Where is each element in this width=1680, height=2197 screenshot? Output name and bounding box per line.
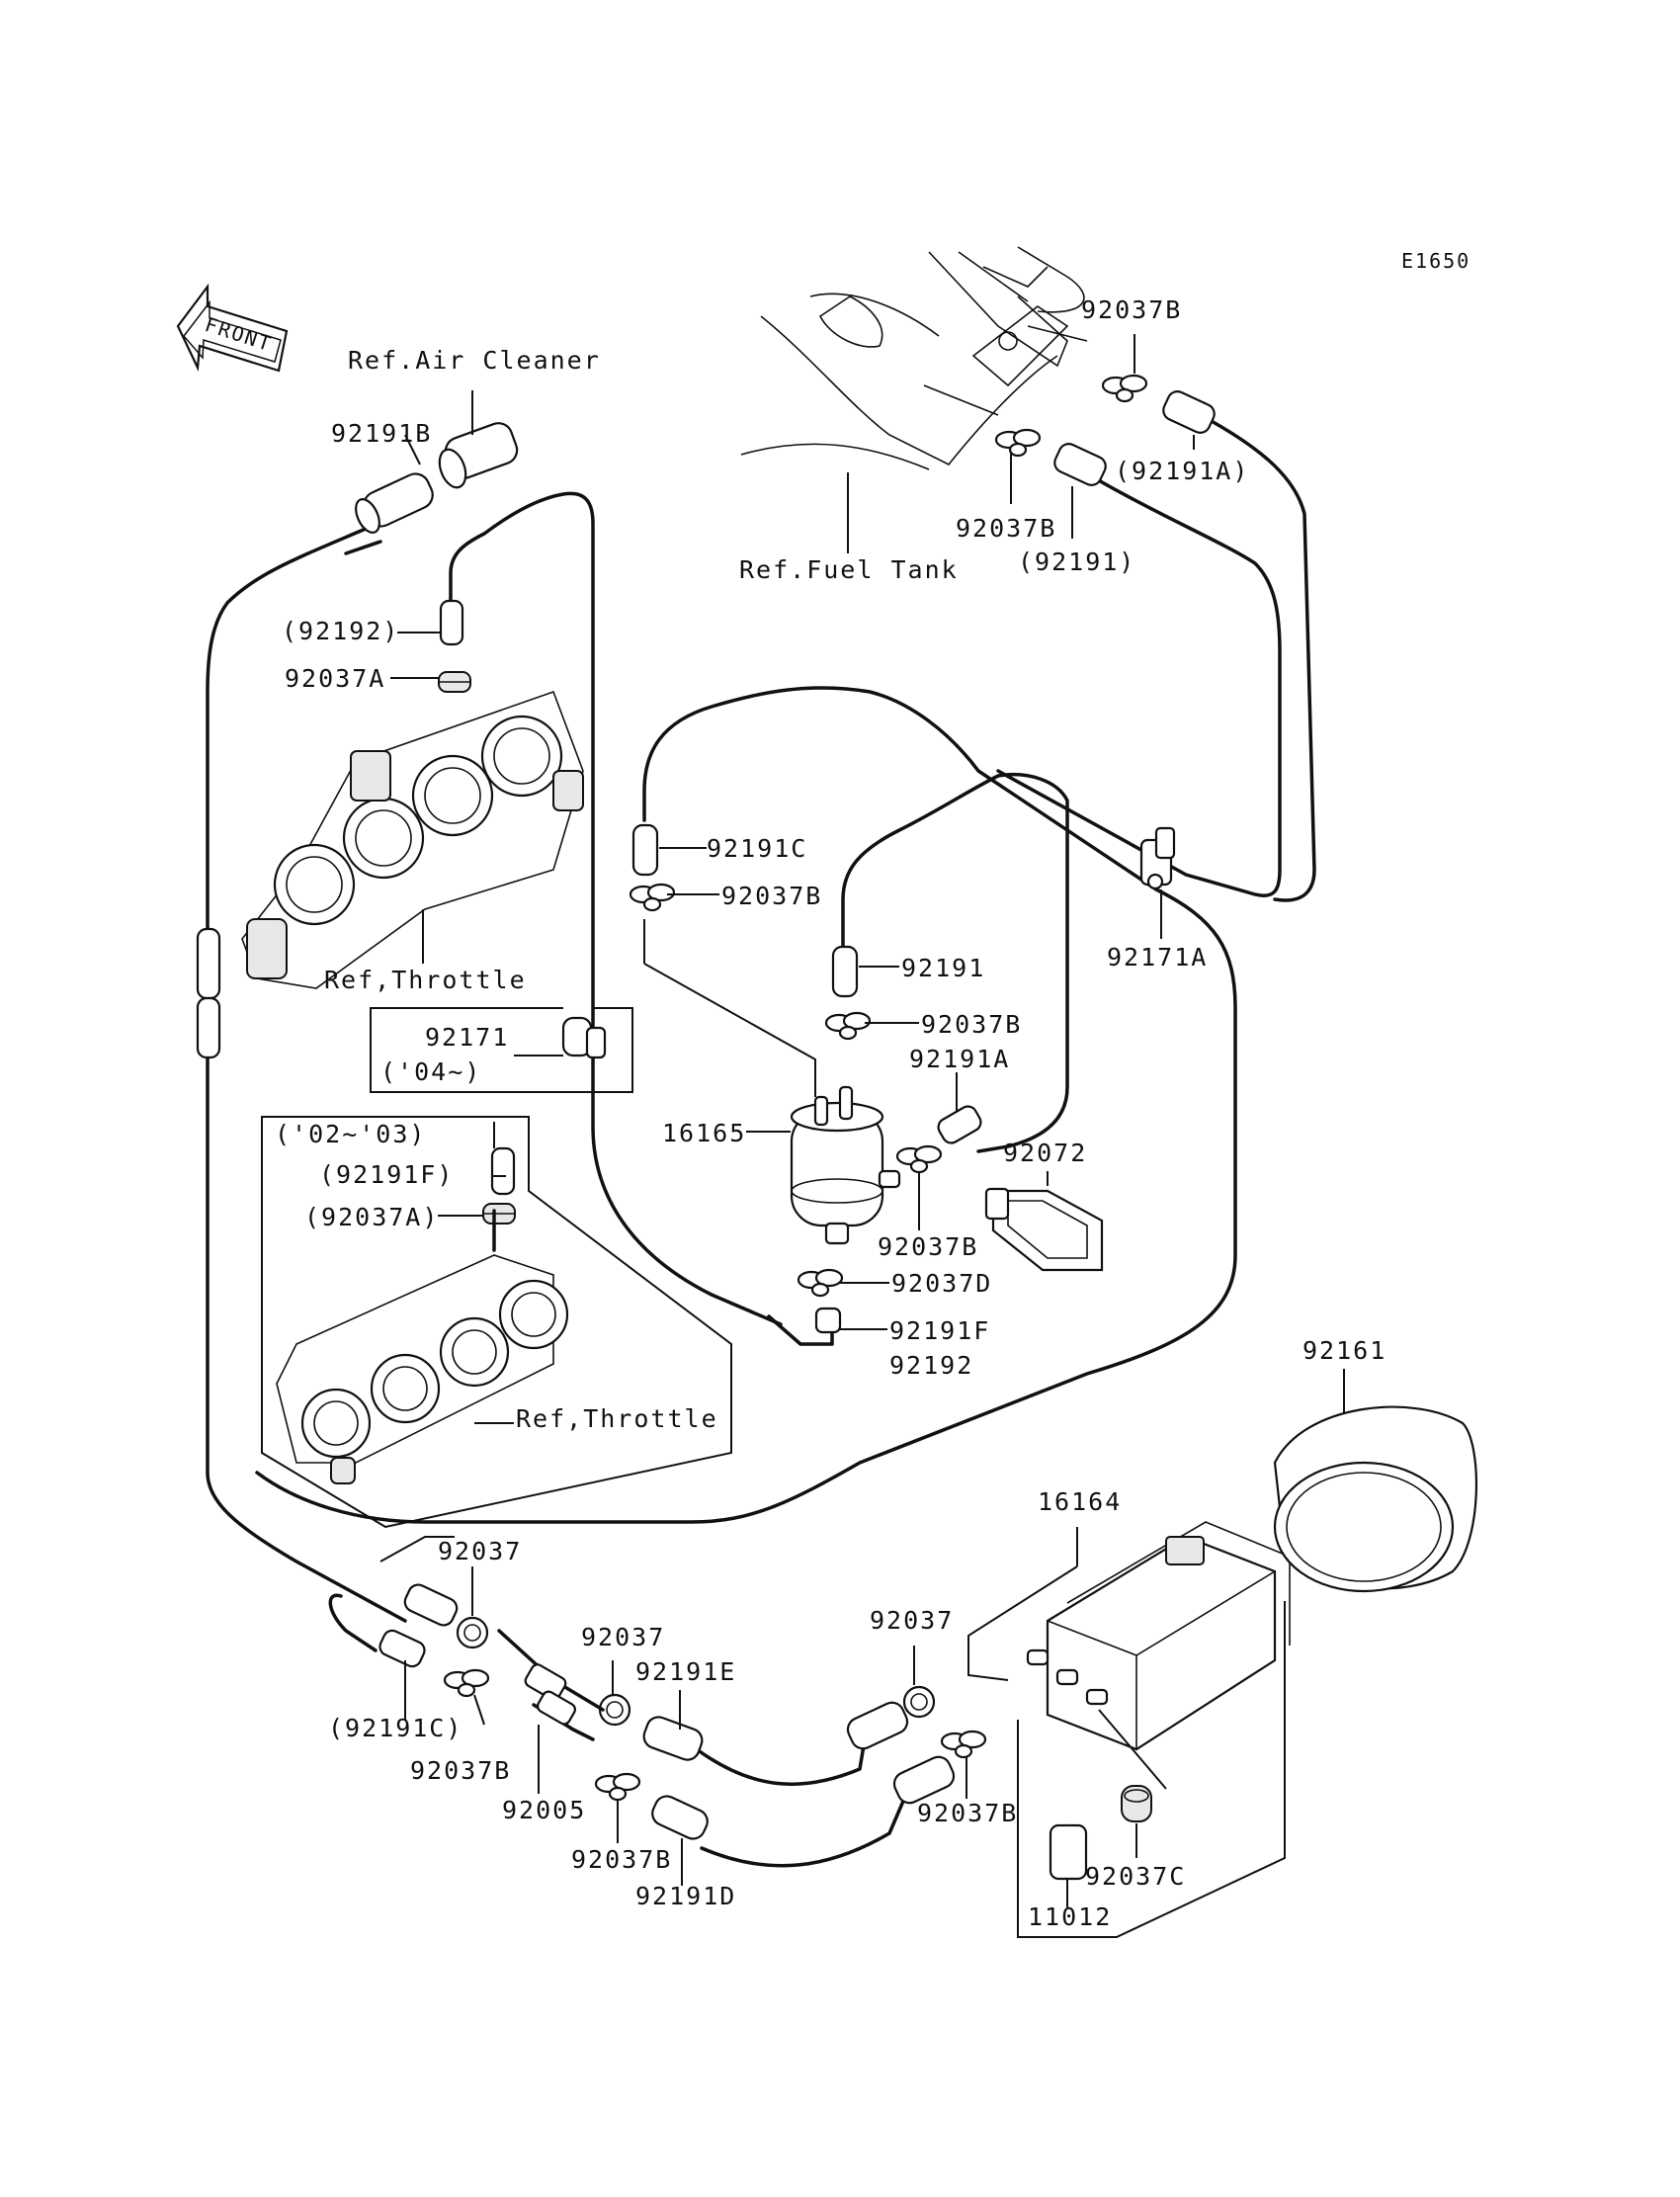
clip-92171A: [1139, 826, 1176, 890]
label-92037B-mid1: 92037B: [721, 882, 822, 910]
label-92037-mid: 92037: [581, 1623, 665, 1651]
label-92072: 92072: [1003, 1139, 1087, 1167]
label-92191B: 92191B: [331, 419, 432, 448]
clamp-92037B-mid1: [629, 883, 676, 912]
leader-lines: [379, 334, 1345, 1938]
label-92191D: 92191D: [635, 1882, 736, 1910]
diagram-code: E1650: [1401, 249, 1470, 273]
bracket-92072: [984, 1187, 1104, 1272]
label-92171: 92171: [425, 1023, 509, 1052]
label-92192: 92192: [889, 1351, 973, 1380]
label-92161: 92161: [1302, 1336, 1386, 1365]
label-92191A-paren: (92191A): [1115, 457, 1249, 485]
label-92191A: 92191A: [909, 1045, 1010, 1073]
air-cleaner-fitting: [438, 390, 519, 489]
label-92037B-mid2: 92037B: [921, 1010, 1022, 1039]
connector-92005: [497, 1629, 605, 1741]
clamp-92037B-tank: [994, 428, 1042, 458]
ref-fuel-tank-label: Ref.Fuel Tank: [739, 555, 959, 584]
throttle-body-lower: [276, 1209, 569, 1484]
clamp-92037B-mid2: [824, 1011, 872, 1041]
label-92191F: 92191F: [889, 1316, 990, 1345]
ref-air-cleaner-label: Ref.Air Cleaner: [348, 346, 601, 375]
hose-routing: [206, 413, 1316, 1868]
label-92192-paren: (92192): [282, 617, 399, 645]
variant-04-box: [370, 1007, 633, 1093]
variant-04-label: ('04~): [380, 1057, 481, 1086]
clamp-92037B-top: [1101, 374, 1148, 403]
label-92037B-bm: 92037B: [571, 1845, 672, 1874]
label-92171A: 92171A: [1107, 943, 1208, 972]
canister-16164: [1026, 1521, 1291, 1751]
label-92191C-paren: (92191C): [328, 1714, 462, 1742]
label-92037-right: 92037: [870, 1606, 954, 1635]
label-16165: 16165: [662, 1119, 746, 1147]
label-92037B-bl: 92037B: [410, 1756, 511, 1785]
label-92191F-paren: (92191F): [319, 1160, 454, 1189]
fuel-filter-16165: [790, 1085, 901, 1245]
label-92037A-paren: (92037A): [304, 1203, 439, 1231]
clamp-92037A-paren: [482, 1203, 516, 1225]
clamp-92037C: [1121, 1785, 1152, 1822]
clamp-92037-left: [456, 1616, 489, 1649]
label-92037B-filter: 92037B: [878, 1232, 978, 1261]
label-92037B-top: 92037B: [1081, 296, 1182, 324]
clamp-92037A: [438, 671, 471, 693]
clamp-icons: [438, 374, 1152, 1822]
variant-02-03-box: [261, 1116, 732, 1529]
front-arrow-icon: FRONT: [176, 283, 289, 373]
ref-throttle-upper-label: Ref,Throttle: [324, 966, 527, 994]
label-92037D: 92037D: [891, 1269, 992, 1298]
label-92037B-tank: 92037B: [956, 514, 1056, 543]
throttle-body-upper: [241, 690, 584, 989]
label-92191E: 92191E: [635, 1657, 736, 1686]
label-92191-paren: (92191): [1018, 548, 1135, 576]
part-number-labels: 92037B (92191A) 92037B (92191) 92191B (9…: [282, 296, 1386, 1931]
label-11012: 11012: [1028, 1902, 1112, 1931]
clamp-92037D: [797, 1268, 844, 1298]
label-92005: 92005: [502, 1796, 586, 1824]
hose-ends: [196, 390, 1216, 1881]
label-92037C: 92037C: [1085, 1862, 1186, 1891]
ref-throttle-lower-label: Ref,Throttle: [516, 1404, 718, 1433]
clamp-92037B-br: [940, 1730, 987, 1759]
label-92037-left: 92037: [438, 1537, 522, 1565]
fuel-tank-reference: [740, 246, 1088, 470]
label-92191: 92191: [901, 954, 985, 982]
clamp-92037B-filter: [895, 1144, 943, 1174]
label-92037A: 92037A: [285, 664, 385, 693]
clamp-92037-right: [902, 1685, 936, 1719]
cover-92161: [1273, 1405, 1478, 1593]
label-92037B-br: 92037B: [917, 1799, 1018, 1827]
clip-92171: [561, 1016, 607, 1059]
clamp-92037B-bl: [443, 1668, 490, 1698]
label-16164: 16164: [1038, 1487, 1122, 1516]
label-92191C: 92191C: [707, 834, 807, 863]
clamp-92037B-bm: [594, 1772, 641, 1802]
variant-02-03-label: ('02~'03): [275, 1120, 426, 1148]
